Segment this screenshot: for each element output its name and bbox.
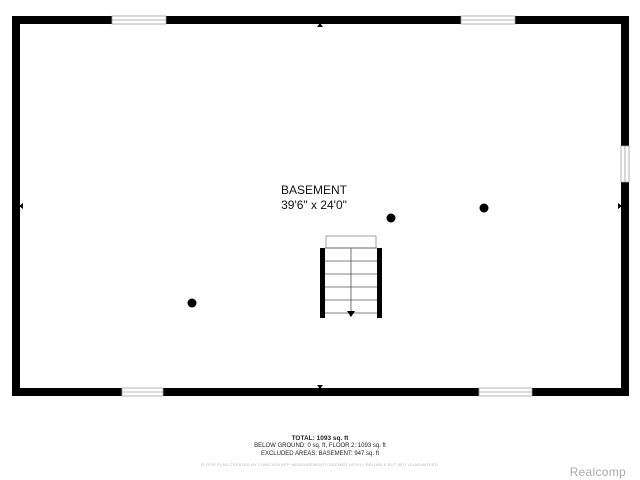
realcomp-watermark: Realcomp bbox=[569, 465, 626, 479]
wall-marker-arrows bbox=[19, 23, 622, 389]
wall-marker-arrow-icon bbox=[317, 23, 323, 27]
room-dimensions: 39'6" x 24'0" bbox=[281, 198, 347, 212]
total-value: 1093 sq. ft bbox=[316, 435, 349, 442]
wall-right bbox=[621, 16, 629, 396]
post-dot-icon bbox=[386, 213, 396, 223]
exterior-walls bbox=[12, 16, 629, 396]
total-label: TOTAL: bbox=[291, 435, 315, 442]
wall-left bbox=[12, 16, 20, 396]
wall-marker-arrow-icon bbox=[618, 203, 622, 209]
windows bbox=[111, 15, 630, 397]
staircase bbox=[320, 235, 382, 318]
window-right bbox=[620, 145, 630, 183]
wall-marker-arrow-icon bbox=[317, 385, 323, 389]
post-dot-icon bbox=[479, 203, 489, 213]
stair-rail-left bbox=[320, 248, 325, 318]
below-ground-area: BELOW GROUND: 0 sq. ft, FLOOR 2: 1093 sq… bbox=[254, 443, 386, 449]
window-bottom-right bbox=[478, 387, 533, 397]
window-top-right bbox=[460, 15, 516, 25]
room-name: BASEMENT bbox=[280, 183, 347, 197]
disclaimer: FLOOR PLAN CREATED BY CUBICASA APP. MEAS… bbox=[200, 462, 440, 467]
window-top-left bbox=[111, 15, 167, 25]
total-area: TOTAL: 1093 sq. ft bbox=[140, 435, 500, 442]
stair-top-landing bbox=[325, 235, 377, 249]
window-bottom-left bbox=[121, 387, 164, 397]
excluded-areas: EXCLUDED AREAS: BASEMENT: 947 sq. ft bbox=[260, 451, 380, 457]
stair-direction-arrow-icon bbox=[347, 311, 355, 317]
stair-rail-right bbox=[377, 248, 382, 318]
post-dot-icon bbox=[187, 298, 197, 308]
wall-marker-arrow-icon bbox=[19, 203, 23, 209]
support-posts bbox=[187, 203, 489, 308]
stair-treads bbox=[325, 247, 377, 314]
wall-top bbox=[12, 16, 629, 24]
wall-bottom bbox=[12, 388, 629, 396]
